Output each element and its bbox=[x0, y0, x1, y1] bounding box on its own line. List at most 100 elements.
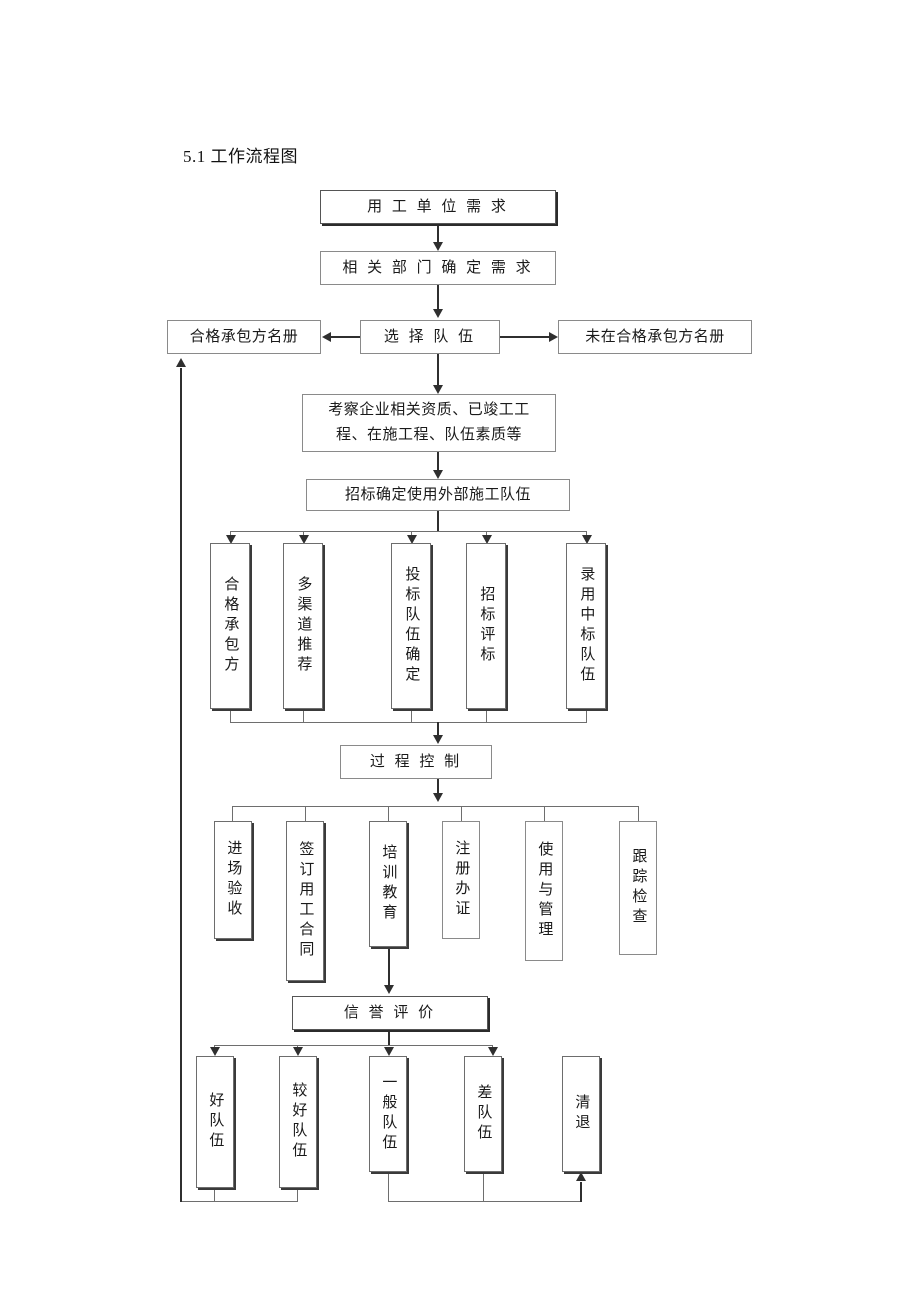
edge-n1-n2 bbox=[437, 224, 439, 246]
edge-bus-n16 bbox=[388, 806, 389, 821]
node-qualified-contractor[interactable]: 合格承包方 bbox=[210, 543, 250, 709]
node-credit-evaluation[interactable]: 信 誉 评 价 bbox=[292, 996, 488, 1030]
edge-n9-merge bbox=[303, 709, 304, 723]
node-registration-certificate[interactable]: 注册办证 bbox=[442, 821, 480, 939]
edge-n21-feedback bbox=[214, 1188, 215, 1202]
arrowhead-down-icon bbox=[299, 535, 309, 544]
arrowhead-down-icon bbox=[488, 1047, 498, 1056]
node-label: 合格承包方名册 bbox=[189, 328, 299, 345]
edge-n7-bus bbox=[437, 511, 439, 531]
node-label: 签订用工合同 bbox=[297, 841, 314, 961]
edge-n20-bus bbox=[388, 1030, 390, 1046]
node-bidding-team-confirmed[interactable]: 投标队伍确定 bbox=[391, 543, 431, 709]
node-label: 信 誉 评 价 bbox=[343, 1004, 437, 1021]
node-training-education[interactable]: 培训教育 bbox=[369, 821, 407, 947]
node-label: 注册办证 bbox=[453, 840, 470, 920]
node-multi-channel-recommendation[interactable]: 多渠道推荐 bbox=[283, 543, 323, 709]
arrowhead-down-icon bbox=[482, 535, 492, 544]
arrowhead-down-icon bbox=[226, 535, 236, 544]
arrowhead-down-icon bbox=[433, 793, 443, 802]
node-average-team[interactable]: 一般队伍 bbox=[369, 1056, 407, 1172]
node-label: 多渠道推荐 bbox=[295, 576, 312, 676]
node-sign-labor-contract[interactable]: 签订用工合同 bbox=[286, 821, 324, 981]
node-label: 相 关 部 门 确 定 需 求 bbox=[342, 259, 534, 276]
node-tender-evaluation[interactable]: 招标评标 bbox=[466, 543, 506, 709]
edge-n12-merge bbox=[586, 709, 587, 723]
edge-merge-n13 bbox=[437, 722, 439, 738]
bus-row1-top bbox=[230, 531, 586, 532]
edge-n2-n3 bbox=[437, 285, 439, 313]
edge-n6-n7 bbox=[437, 452, 439, 474]
node-label: 招标确定使用外部施工队伍 bbox=[344, 486, 531, 503]
node-label: 选 择 队 伍 bbox=[383, 328, 477, 345]
edge-feedback-riser bbox=[180, 368, 182, 1202]
node-fairly-good-team[interactable]: 较好队伍 bbox=[279, 1056, 317, 1188]
arrowhead-right-icon bbox=[549, 332, 558, 342]
node-dismissal[interactable]: 清退 bbox=[562, 1056, 600, 1172]
bus-row3-top bbox=[214, 1045, 492, 1046]
arrowhead-down-icon bbox=[433, 385, 443, 394]
arrowhead-left-icon bbox=[322, 332, 331, 342]
edge-bus-n17 bbox=[461, 806, 462, 821]
arrowhead-up-icon bbox=[576, 1172, 586, 1181]
node-label: 招标评标 bbox=[478, 586, 495, 666]
edge-n3-n5 bbox=[500, 336, 549, 338]
node-label: 考察企业相关资质、已竣工工程、在施工程、队伍素质等 bbox=[328, 401, 530, 444]
node-labor-unit-demand[interactable]: 用 工 单 位 需 求 bbox=[320, 190, 556, 224]
arrowhead-down-icon bbox=[210, 1047, 220, 1056]
bus-feedback-bottom bbox=[180, 1201, 298, 1202]
edge-n3-n6 bbox=[437, 354, 439, 389]
arrowhead-down-icon bbox=[582, 535, 592, 544]
node-department-confirm-demand[interactable]: 相 关 部 门 确 定 需 求 bbox=[320, 251, 556, 285]
edge-n22-feedback bbox=[297, 1188, 298, 1202]
edge-n24-n25 bbox=[483, 1172, 484, 1202]
node-inspect-enterprise-qualification[interactable]: 考察企业相关资质、已竣工工程、在施工程、队伍素质等 bbox=[302, 394, 556, 452]
node-hire-winning-team[interactable]: 录用中标队伍 bbox=[566, 543, 606, 709]
node-site-entry-acceptance[interactable]: 进场验收 bbox=[214, 821, 252, 939]
node-tender-external-construction-team[interactable]: 招标确定使用外部施工队伍 bbox=[306, 479, 570, 511]
node-label: 投标队伍确定 bbox=[403, 566, 420, 686]
arrowhead-down-icon bbox=[384, 985, 394, 994]
edge-n11-merge bbox=[486, 709, 487, 723]
node-poor-team[interactable]: 差队伍 bbox=[464, 1056, 502, 1172]
edge-n13-bus bbox=[437, 779, 439, 797]
edge-n10-merge bbox=[411, 709, 412, 723]
node-label: 较好队伍 bbox=[290, 1082, 307, 1162]
arrowhead-down-icon bbox=[433, 470, 443, 479]
node-process-control[interactable]: 过 程 控 制 bbox=[340, 745, 492, 779]
edge-n16-n20 bbox=[388, 947, 390, 989]
node-not-in-qualified-register[interactable]: 未在合格承包方名册 bbox=[558, 320, 752, 354]
arrowhead-down-icon bbox=[433, 735, 443, 744]
node-label: 合格承包方 bbox=[222, 576, 239, 676]
arrowhead-down-icon bbox=[407, 535, 417, 544]
node-label: 用 工 单 位 需 求 bbox=[367, 198, 509, 215]
node-label: 使用与管理 bbox=[536, 841, 553, 941]
edge-bus-n14 bbox=[232, 806, 233, 821]
node-tracking-inspection[interactable]: 跟踪检查 bbox=[619, 821, 657, 955]
edge-n23-n25 bbox=[388, 1172, 389, 1202]
edge-n3-n4 bbox=[331, 336, 361, 338]
bus-row2-top bbox=[232, 806, 638, 807]
arrowhead-down-icon bbox=[433, 309, 443, 318]
bus-dismissal-bottom bbox=[388, 1201, 581, 1202]
arrowhead-down-icon bbox=[384, 1047, 394, 1056]
node-label: 清退 bbox=[573, 1094, 590, 1134]
node-good-team[interactable]: 好队伍 bbox=[196, 1056, 234, 1188]
arrowhead-down-icon bbox=[293, 1047, 303, 1056]
node-label: 培训教育 bbox=[380, 844, 397, 924]
node-qualified-contractor-register[interactable]: 合格承包方名册 bbox=[167, 320, 321, 354]
edge-bus-n15 bbox=[305, 806, 306, 821]
edge-bus-n19 bbox=[638, 806, 639, 821]
node-label: 未在合格承包方名册 bbox=[585, 328, 725, 345]
node-label: 差队伍 bbox=[475, 1084, 492, 1144]
page-title: 5.1 工作流程图 bbox=[183, 147, 298, 166]
node-label: 一般队伍 bbox=[380, 1074, 397, 1154]
node-label: 好队伍 bbox=[207, 1092, 224, 1152]
bus-row1-bottom bbox=[230, 722, 586, 723]
node-select-team[interactable]: 选 择 队 伍 bbox=[360, 320, 500, 354]
node-label: 跟踪检查 bbox=[630, 848, 647, 928]
edge-dismissal-riser bbox=[580, 1182, 582, 1202]
node-use-and-management[interactable]: 使用与管理 bbox=[525, 821, 563, 961]
arrowhead-up-icon bbox=[176, 358, 186, 367]
